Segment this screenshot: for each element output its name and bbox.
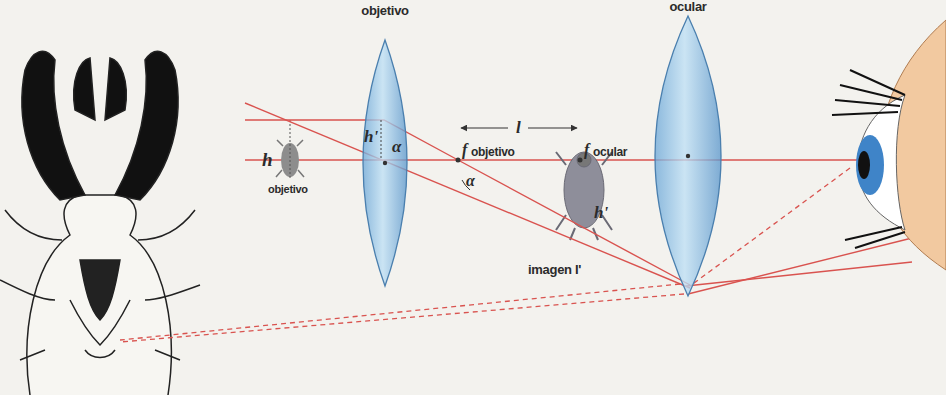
eye — [832, 20, 946, 270]
object-label: objetivo — [268, 183, 308, 195]
light-rays — [245, 103, 912, 294]
focal-point — [578, 158, 583, 163]
object-bug — [276, 120, 304, 178]
focal-symbol: f — [584, 141, 589, 159]
distance-arrow — [528, 128, 577, 129]
angle-symbol: α — [466, 172, 475, 190]
focal-symbol: f — [462, 141, 467, 159]
real-image-bug — [556, 152, 612, 240]
lens: ocular — [640, 0, 736, 300]
symbol-label: h' — [364, 128, 378, 147]
focal-label: objetivo — [471, 146, 515, 159]
focal-point — [456, 158, 461, 163]
distance-arrow — [461, 128, 508, 129]
lens-name: objetivo — [361, 4, 408, 18]
lens-name: ocular — [669, 0, 706, 14]
height-symbol: h' — [594, 204, 608, 223]
virtual-rays — [120, 168, 850, 342]
lens-outline — [640, 0, 736, 300]
optical-axis — [245, 159, 860, 160]
focal-label: ocular — [593, 146, 627, 159]
symbol-label: α — [392, 138, 401, 157]
image-label: imagen I' — [528, 263, 581, 277]
height-symbol: h — [262, 150, 273, 171]
lens: objetivo h' α — [340, 4, 430, 294]
lens-outline — [340, 4, 430, 294]
distance-symbol: l — [514, 119, 523, 138]
virtual-image-beetle — [0, 51, 200, 395]
